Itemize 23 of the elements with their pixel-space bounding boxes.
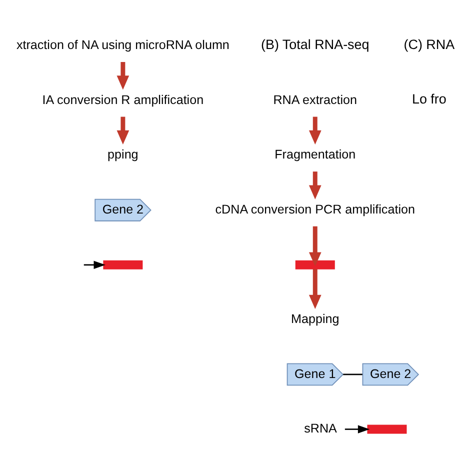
node-bar (295, 260, 335, 269)
node-text: IA conversion R amplification (42, 92, 204, 106)
arrow (308, 171, 322, 199)
arrow (84, 260, 106, 268)
arrow (116, 61, 130, 90)
arrow (308, 268, 322, 309)
node-text: Mapping (291, 312, 340, 326)
connector (343, 373, 362, 375)
node-bar (367, 424, 407, 434)
label: (C) RNA (404, 36, 455, 52)
arrow (308, 226, 322, 266)
node-text: RNA extraction (273, 92, 358, 106)
node-text: Fragmentation (274, 147, 356, 162)
node-text: pping (108, 147, 138, 162)
node-text: cDNA conversion PCR amplification (215, 202, 415, 216)
arrow (308, 116, 322, 144)
node-text: xtraction of NA using microRNA olumn (16, 38, 230, 52)
node-text: sRNA (304, 421, 337, 436)
label: Lo fro (412, 91, 446, 106)
label: (B) Total RNA-seq (260, 36, 370, 52)
arrow (116, 116, 130, 144)
node-bar (103, 260, 143, 269)
arrow (344, 424, 370, 433)
